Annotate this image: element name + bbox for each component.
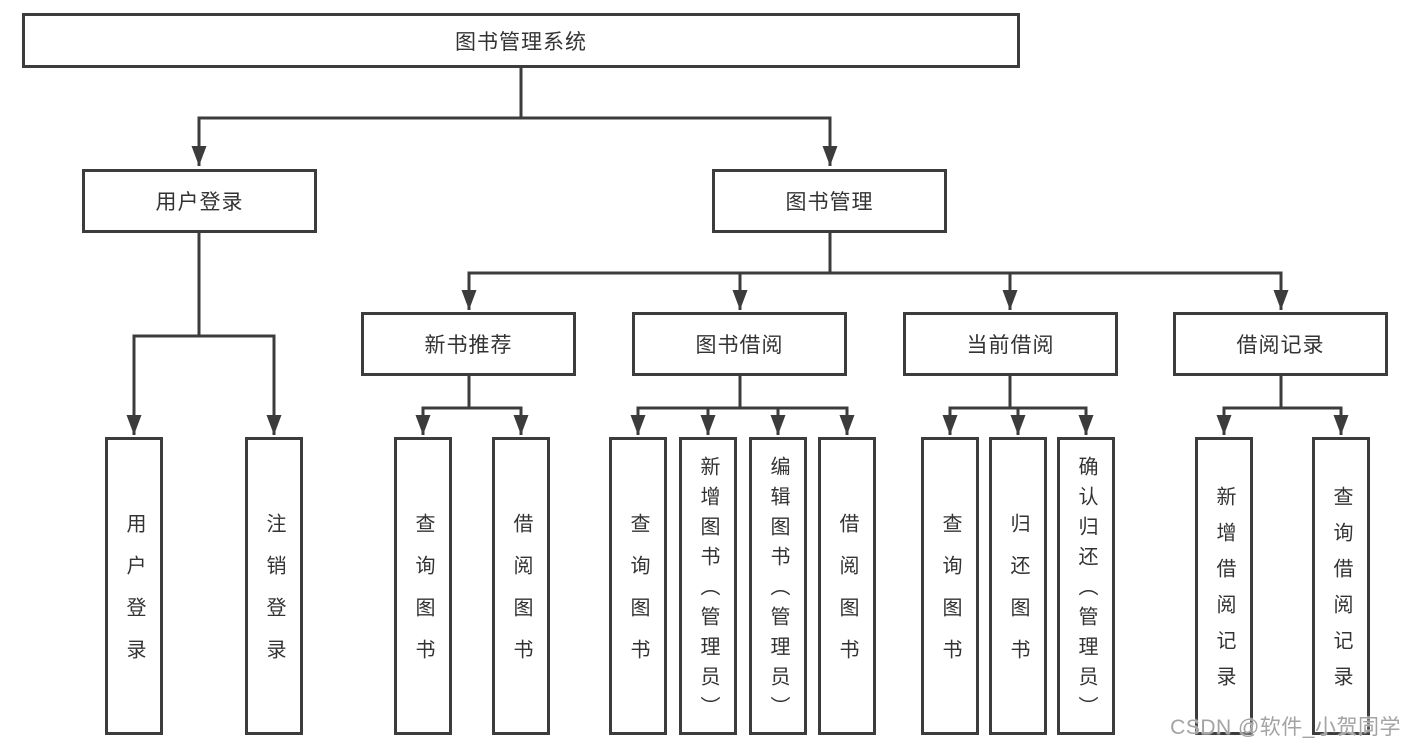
node-book-borrowing: 图书借阅 [632,312,847,376]
watermark-text: CSDN @软件_小贺同学 [1170,716,1401,739]
node-user-login: 用户登录 [82,169,317,233]
leaf-query-books-1-label: 查询图书 [412,513,434,681]
leaf-confirm-return-admin-label: 确认归还（管理员） [1075,456,1097,726]
leaf-edit-book-admin-label: 编辑图书（管理员） [767,456,789,726]
leaf-query-books-2-label: 查询图书 [627,513,649,681]
node-new-book-recommend: 新书推荐 [361,312,576,376]
leaf-borrow-books-2-label: 借阅图书 [836,513,858,681]
node-user-login-label: 用户登录 [155,191,244,214]
node-root-label: 图书管理系统 [455,30,587,54]
leaf-add-book-admin: 新增图书（管理员） [679,437,737,735]
leaf-logout-label: 注销登录 [263,513,285,681]
node-current-borrowing: 当前借阅 [903,312,1118,376]
leaf-query-books-3: 查询图书 [921,437,979,735]
node-book-management: 图书管理 [712,169,947,233]
leaf-borrow-books-1-label: 借阅图书 [510,513,532,681]
leaf-query-books-3-label: 查询图书 [939,513,961,681]
node-borrow-records: 借阅记录 [1173,312,1388,376]
node-book-borrowing-label: 图书借阅 [695,334,784,357]
leaf-return-book-label: 归还图书 [1007,513,1029,681]
leaf-logout: 注销登录 [245,437,303,735]
leaf-borrow-books-1: 借阅图书 [492,437,550,735]
node-book-management-label: 图书管理 [785,191,874,214]
leaf-query-books-1: 查询图书 [394,437,452,735]
leaf-query-borrow-record: 查询借阅记录 [1312,437,1370,735]
leaf-query-borrow-record-label: 查询借阅记录 [1330,486,1352,702]
leaf-return-book: 归还图书 [989,437,1047,735]
node-borrow-records-label: 借阅记录 [1236,334,1325,357]
node-current-borrowing-label: 当前借阅 [966,334,1055,357]
leaf-query-books-2: 查询图书 [609,437,667,735]
leaf-add-borrow-record-label: 新增借阅记录 [1213,486,1235,702]
node-new-book-recommend-label: 新书推荐 [424,334,513,357]
leaf-user-login-label: 用户登录 [123,513,145,681]
leaf-add-book-admin-label: 新增图书（管理员） [697,456,719,726]
leaf-add-borrow-record: 新增借阅记录 [1195,437,1253,735]
leaf-borrow-books-2: 借阅图书 [818,437,876,735]
node-root: 图书管理系统 [22,13,1020,68]
leaf-confirm-return-admin: 确认归还（管理员） [1057,437,1115,735]
leaf-user-login: 用户登录 [105,437,163,735]
connector-trunks [132,66,1343,410]
leaf-edit-book-admin: 编辑图书（管理员） [749,437,807,735]
